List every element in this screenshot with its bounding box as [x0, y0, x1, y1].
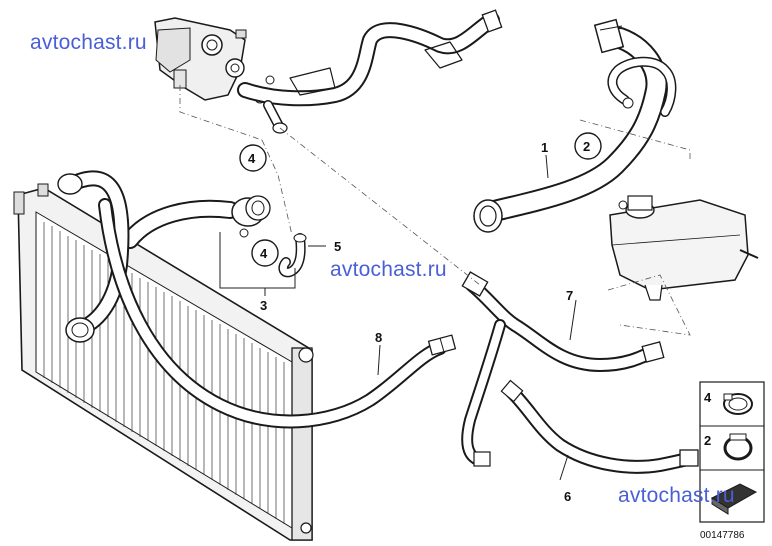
thermostat-housing [154, 17, 275, 104]
watermark-top-left: avtochast.ru [30, 31, 147, 54]
callout-4-lower: 4 [251, 239, 279, 267]
svg-text:3: 3 [260, 298, 267, 313]
hose-7 [461, 271, 665, 467]
callout-1: 1 [541, 140, 548, 155]
svg-text:2: 2 [704, 433, 711, 448]
reference-lines [179, 85, 691, 336]
legend-item-hose-clamp: 4 [704, 390, 753, 415]
callout-3: 3 [260, 298, 267, 313]
callout-6: 6 [564, 489, 571, 504]
hose-clamp-icon [723, 393, 753, 415]
hose-8 [98, 198, 457, 429]
radiator-side-tank [291, 347, 314, 541]
diagram-code: 00147786 [700, 530, 745, 541]
svg-text:4: 4 [260, 246, 268, 261]
parts-legend: 4 2 [699, 381, 765, 523]
svg-text:6: 6 [564, 489, 571, 504]
svg-text:2: 2 [583, 139, 590, 154]
legend-item-spring-clamp: 2 [704, 433, 753, 461]
bypass-hose [607, 56, 677, 117]
thermostat-outlet [263, 100, 288, 134]
callout-7: 7 [566, 288, 573, 303]
radiator-bracket [13, 183, 49, 215]
svg-text:8: 8 [375, 330, 382, 345]
svg-text:4: 4 [248, 151, 256, 166]
callout-5: 5 [334, 239, 341, 254]
radiator-inlet-hose [57, 170, 130, 343]
callout-4-upper: 4 [239, 144, 267, 172]
svg-text:1: 1 [541, 140, 548, 155]
svg-text:4: 4 [704, 390, 712, 405]
legend-item-seal [710, 483, 758, 515]
callout-8: 8 [375, 330, 382, 345]
upper-engine-hose [237, 9, 503, 107]
hose-6 [500, 379, 699, 474]
hose-5 [278, 233, 307, 278]
svg-text:5: 5 [334, 239, 341, 254]
watermark-center: avtochast.ru [330, 258, 447, 281]
hose-3 [121, 195, 271, 249]
svg-text:7: 7 [566, 288, 573, 303]
expansion-tank [609, 195, 759, 301]
callout-2: 2 [574, 132, 602, 160]
seal-wedge-icon [710, 483, 758, 515]
leader-lines [219, 154, 577, 481]
watermark-bottom-right: avtochast.ru [618, 484, 735, 507]
spring-clamp-icon [723, 433, 753, 461]
